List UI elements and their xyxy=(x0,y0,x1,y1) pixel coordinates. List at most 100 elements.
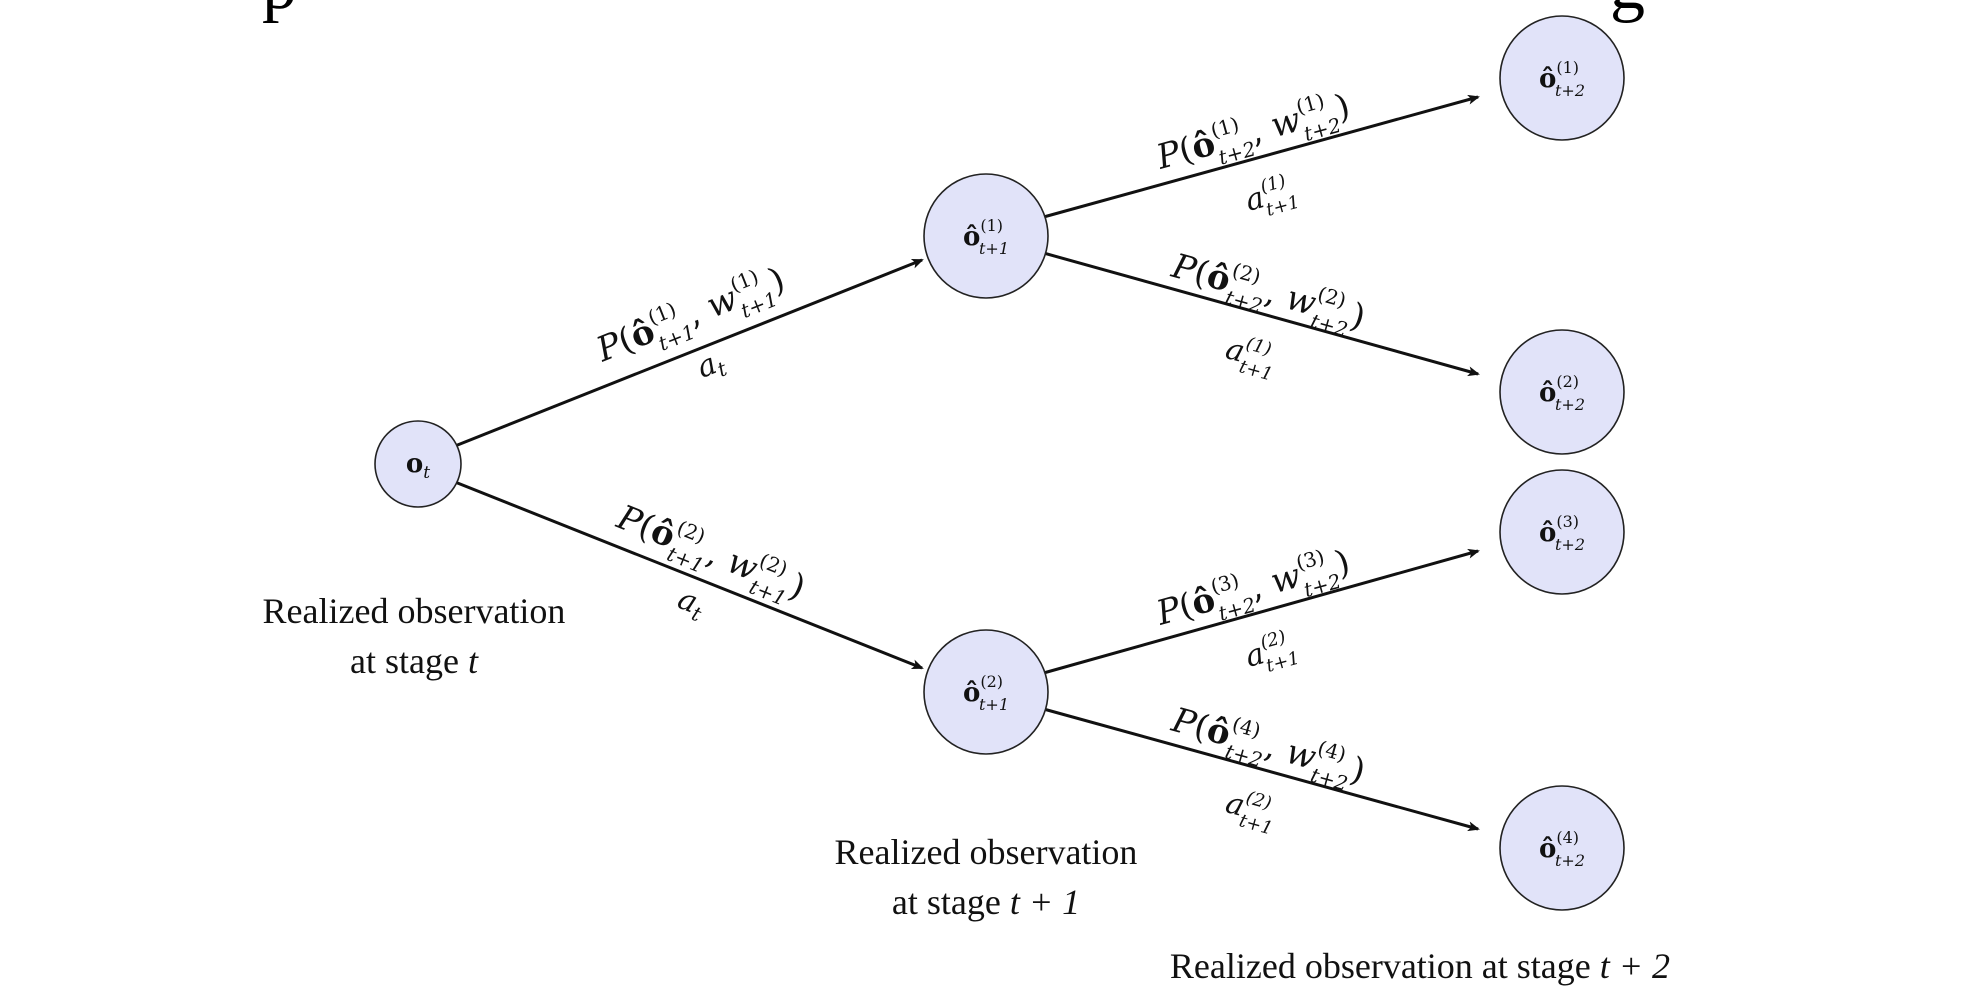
svg-text:ô(1)t+2: ô(1) t+2 xyxy=(1539,58,1585,100)
e6-p-sub: t+2 xyxy=(1223,739,1266,772)
node-l2-1-base: ô xyxy=(1539,64,1556,94)
node-l2-1-sup: (1) xyxy=(1556,58,1579,77)
svg-text:a(1)t+1: a(1)t+1 xyxy=(1241,168,1302,225)
edge-l1-1-to-l2-2 xyxy=(1039,250,1480,377)
edge-label-e5: P(ô(3)t+2, w(3)t+2) a(2)t+1 xyxy=(1150,538,1356,681)
e6-p-sup: (4) xyxy=(1230,712,1264,743)
node-l2-3-base: ô xyxy=(1539,518,1556,548)
svg-text:at: at xyxy=(692,343,731,388)
node-l1-1-sup: (1) xyxy=(980,216,1003,235)
caption-stage-t1-line1: Realized observation xyxy=(835,832,1138,872)
caption-stage-t2-text: Realized observation at stage xyxy=(1170,946,1600,986)
e2-p-sub: t+1 xyxy=(664,542,708,578)
node-l2-2-base: ô xyxy=(1539,378,1556,408)
node-l2-2-sup: (2) xyxy=(1556,372,1579,391)
caption-stage-t: Realized observation at stage t xyxy=(263,591,566,681)
node-l1-2: ô(2) t+1 xyxy=(923,629,1049,755)
node-l2-2-sub: t+2 xyxy=(1555,395,1585,414)
svg-text:ô(3)t+2: ô(3) t+2 xyxy=(1539,512,1585,554)
edge-l1-1-to-l2-1 xyxy=(1039,94,1480,220)
svg-text:Realized observation at stage: Realized observation at stage t + 2 xyxy=(1170,946,1670,986)
edge-label-e1: P(ô(1)t+1, w(1)t+1) at xyxy=(589,256,794,388)
e5-w-sub: t+2 xyxy=(1301,569,1344,602)
node-l2-3-sub: t+2 xyxy=(1555,535,1585,554)
e6-w-sup: (4) xyxy=(1315,736,1349,767)
node-l1-1: ô(1) t+1 xyxy=(923,173,1049,299)
caption-stage-t2: Realized observation at stage t + 2 xyxy=(1170,946,1670,986)
node-l2-1: ô(1) t+2 xyxy=(1499,15,1625,141)
node-l2-3-sup: (3) xyxy=(1556,512,1579,531)
node-l2-4-sub: t+2 xyxy=(1555,851,1585,870)
svg-text:P(ô(1)t+2, w(1)t+2): P(ô(1)t+2, w(1)t+2) xyxy=(1150,82,1356,185)
svg-text:at: at xyxy=(672,581,711,626)
e3-p-sup: (1) xyxy=(1208,112,1242,143)
clipped-heading-fragment: p xyxy=(262,0,297,24)
caption-stage-t-line2-math: t xyxy=(468,641,479,681)
e5-p-sup: (3) xyxy=(1208,568,1242,599)
node-root-base: o xyxy=(406,449,423,479)
e6-action-sub: t+1 xyxy=(1237,810,1275,839)
svg-text:a(2)t+1: a(2)t+1 xyxy=(1220,782,1281,839)
svg-text:ot: ot xyxy=(406,449,430,483)
node-root-sub: t xyxy=(423,463,430,483)
svg-text:a(2)t+1: a(2)t+1 xyxy=(1241,624,1302,681)
e5-action-sub: t+1 xyxy=(1264,648,1302,677)
edge-l1-2-to-l2-3 xyxy=(1039,548,1480,676)
svg-text:a(1)t+1: a(1)t+1 xyxy=(1220,328,1281,385)
node-root: ot xyxy=(374,420,462,508)
caption-stage-t1-line2-text: at stage xyxy=(892,882,1010,922)
edge-label-e3: P(ô(1)t+2, w(1)t+2) a(1)t+1 xyxy=(1150,82,1356,225)
node-l2-3: ô(3) t+2 xyxy=(1499,469,1625,595)
e4-w-sup: (2) xyxy=(1315,282,1349,313)
e3-action-sup: (1) xyxy=(1258,171,1288,198)
node-l1-2-sup: (2) xyxy=(980,672,1003,691)
svg-text:ô(2)t+2: ô(2) t+2 xyxy=(1539,372,1585,414)
svg-text:at stage t: at stage t xyxy=(350,641,479,681)
node-l1-2-sub: t+1 xyxy=(979,695,1009,714)
caption-stage-t2-math: t + 2 xyxy=(1600,946,1670,986)
edge-label-e2: P(ô(2)t+1, w(2)t+1) at xyxy=(611,497,811,627)
edge-root-to-l1-2 xyxy=(454,480,924,670)
e3-w-sup: (1) xyxy=(1293,88,1327,119)
e3-p-sub: t+2 xyxy=(1216,136,1259,169)
e3-w-sub: t+2 xyxy=(1301,113,1344,146)
edge-l1-2-to-l2-4 xyxy=(1039,706,1480,832)
node-l2-4-sup: (4) xyxy=(1556,828,1579,847)
svg-text:P(ô(2)t+2, w(2)t+2): P(ô(2)t+2, w(2)t+2) xyxy=(1165,242,1371,345)
svg-text:ô(2)t+1: ô(2) t+1 xyxy=(963,672,1009,714)
node-l1-2-base: ô xyxy=(963,678,980,708)
edge-label-e4: P(ô(2)t+2, w(2)t+2) a(1)t+1 xyxy=(1165,242,1371,386)
clipped-heading-fragment-2: g xyxy=(1610,0,1645,24)
e4-p-sub: t+2 xyxy=(1223,285,1266,318)
e2-w-sub: t+1 xyxy=(746,574,790,610)
e3-action-sub: t+1 xyxy=(1264,192,1302,221)
svg-text:P(ô(4)t+2, w(4)t+2): P(ô(4)t+2, w(4)t+2) xyxy=(1165,696,1371,799)
node-l1-1-base: ô xyxy=(963,222,980,252)
edge-root-to-l1-1 xyxy=(454,258,924,448)
e5-action-sup: (2) xyxy=(1258,627,1288,654)
caption-stage-t-line1: Realized observation xyxy=(263,591,566,631)
node-l2-4-base: ô xyxy=(1539,834,1556,864)
e5-p-sub: t+2 xyxy=(1216,592,1259,625)
e4-action-sup: (1) xyxy=(1244,333,1274,360)
svg-text:ô(4)t+2: ô(4) t+2 xyxy=(1539,828,1585,870)
edge-label-e6: P(ô(4)t+2, w(4)t+2) a(2)t+1 xyxy=(1165,696,1371,840)
svg-text:at stage t + 1: at stage t + 1 xyxy=(892,882,1080,922)
e6-w-sub: t+2 xyxy=(1308,763,1351,796)
caption-stage-t1-line2-math: t + 1 xyxy=(1010,882,1080,922)
e4-action-sub: t+1 xyxy=(1237,356,1275,385)
node-l2-4: ô(4) t+2 xyxy=(1499,785,1625,911)
e6-action-sup: (2) xyxy=(1244,787,1274,814)
svg-text:ô(1)t+1: ô(1) t+1 xyxy=(963,216,1009,258)
svg-text:P(ô(1)t+1, w(1)t+1): P(ô(1)t+1, w(1)t+1) xyxy=(589,256,794,378)
e4-w-sub: t+2 xyxy=(1308,309,1351,342)
e5-w-sup: (3) xyxy=(1293,544,1327,575)
node-l2-1-sub: t+2 xyxy=(1555,81,1585,100)
svg-text:P(ô(3)t+2, w(3)t+2): P(ô(3)t+2, w(3)t+2) xyxy=(1150,538,1356,641)
node-l2-2: ô(2) t+2 xyxy=(1499,329,1625,455)
caption-stage-t-line2-text: at stage xyxy=(350,641,468,681)
node-l1-1-sub: t+1 xyxy=(979,239,1009,258)
caption-stage-t1: Realized observation at stage t + 1 xyxy=(835,832,1138,922)
e4-p-sup: (2) xyxy=(1230,258,1264,289)
